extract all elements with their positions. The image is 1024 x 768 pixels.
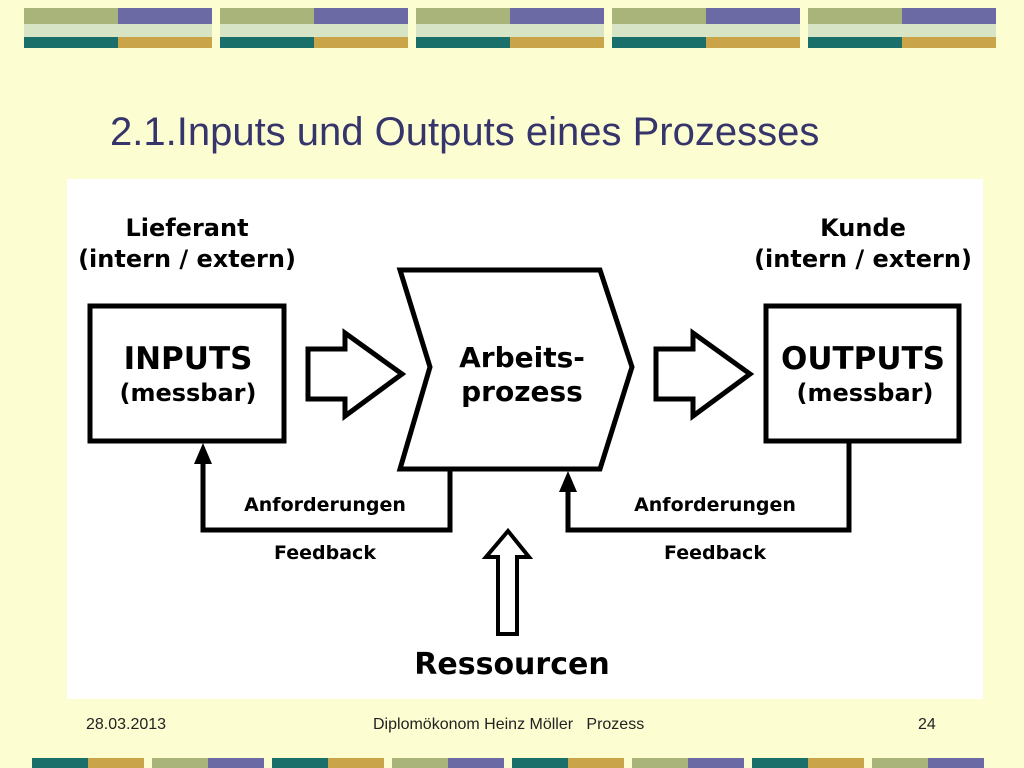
footer-date: 28.03.2013 (86, 716, 167, 733)
inputs-box (87, 303, 287, 444)
customer-subtitle: (intern / extern) (754, 245, 972, 273)
band-tile (612, 8, 800, 48)
diagram-canvas: Lieferant (intern / extern) Kunde (inter… (78, 214, 972, 682)
customer-title: Kunde (820, 214, 906, 242)
supplier-title: Lieferant (125, 214, 248, 242)
arrow-inputs-to-process (305, 328, 407, 421)
band-tile (220, 8, 408, 48)
supplier-subtitle: (intern / extern) (78, 245, 296, 273)
band-tile (416, 8, 604, 48)
inputs-title: INPUTS (124, 341, 253, 377)
band-tile (808, 8, 996, 48)
right-feedback-label: Feedback (664, 542, 766, 564)
right-feedback-arrowhead (559, 471, 577, 492)
resources-label: Ressourcen (414, 647, 609, 682)
left-feedback-line (200, 462, 453, 533)
top-decorative-band (24, 8, 996, 48)
bottom-decorative-band (32, 758, 984, 768)
outputs-title: OUTPUTS (781, 341, 945, 377)
arrow-process-to-outputs (653, 328, 755, 421)
inputs-subtitle: (messbar) (119, 379, 256, 407)
footer-page-number: 24 (918, 716, 936, 733)
right-requirements-label: Anforderungen (634, 494, 796, 516)
footer-author: Diplomökonom Heinz Möller Prozess (373, 716, 645, 733)
right-feedback-line (565, 441, 852, 533)
process-chevron (396, 267, 635, 472)
process-label-line1: Arbeits- (459, 341, 585, 374)
left-requirements-label: Anforderungen (244, 494, 406, 516)
left-feedback-arrowhead (194, 443, 212, 464)
process-diagram: Lieferant (intern / extern) Kunde (inter… (67, 179, 983, 699)
band-tile (24, 8, 212, 48)
outputs-box (763, 303, 962, 444)
arrow-resources-up (481, 527, 534, 636)
left-feedback-label: Feedback (274, 542, 376, 564)
outputs-subtitle: (messbar) (796, 379, 933, 407)
process-label-line2: prozess (461, 375, 583, 408)
slide-title: 2.1.Inputs und Outputs eines Prozesses (110, 110, 820, 154)
